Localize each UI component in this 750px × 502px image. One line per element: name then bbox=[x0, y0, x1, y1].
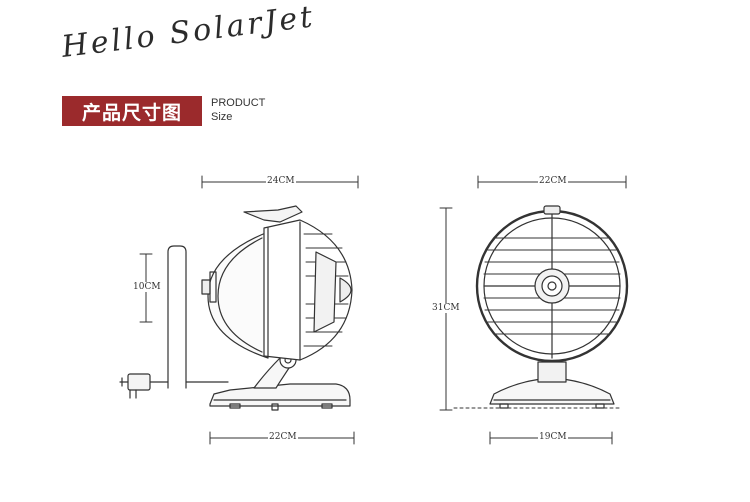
side-width-top-label: 24CM bbox=[266, 176, 296, 186]
section-subtitle-line1: PRODUCT bbox=[211, 97, 266, 109]
front-width-top-label: 22CM bbox=[538, 176, 568, 186]
section-subtitle-line2: Size bbox=[211, 111, 233, 123]
front-view-fan-drawing bbox=[475, 205, 629, 409]
side-head-height-label: 10CM bbox=[132, 282, 162, 292]
section-title: 产品尺寸图 bbox=[62, 96, 202, 126]
section-subtitle: PRODUCT Size bbox=[211, 96, 265, 124]
front-width-base-label: 19CM bbox=[538, 432, 568, 442]
front-height-label: 31CM bbox=[431, 303, 461, 313]
side-view-fan-drawing bbox=[119, 205, 353, 411]
side-width-base-label: 22CM bbox=[268, 432, 298, 442]
